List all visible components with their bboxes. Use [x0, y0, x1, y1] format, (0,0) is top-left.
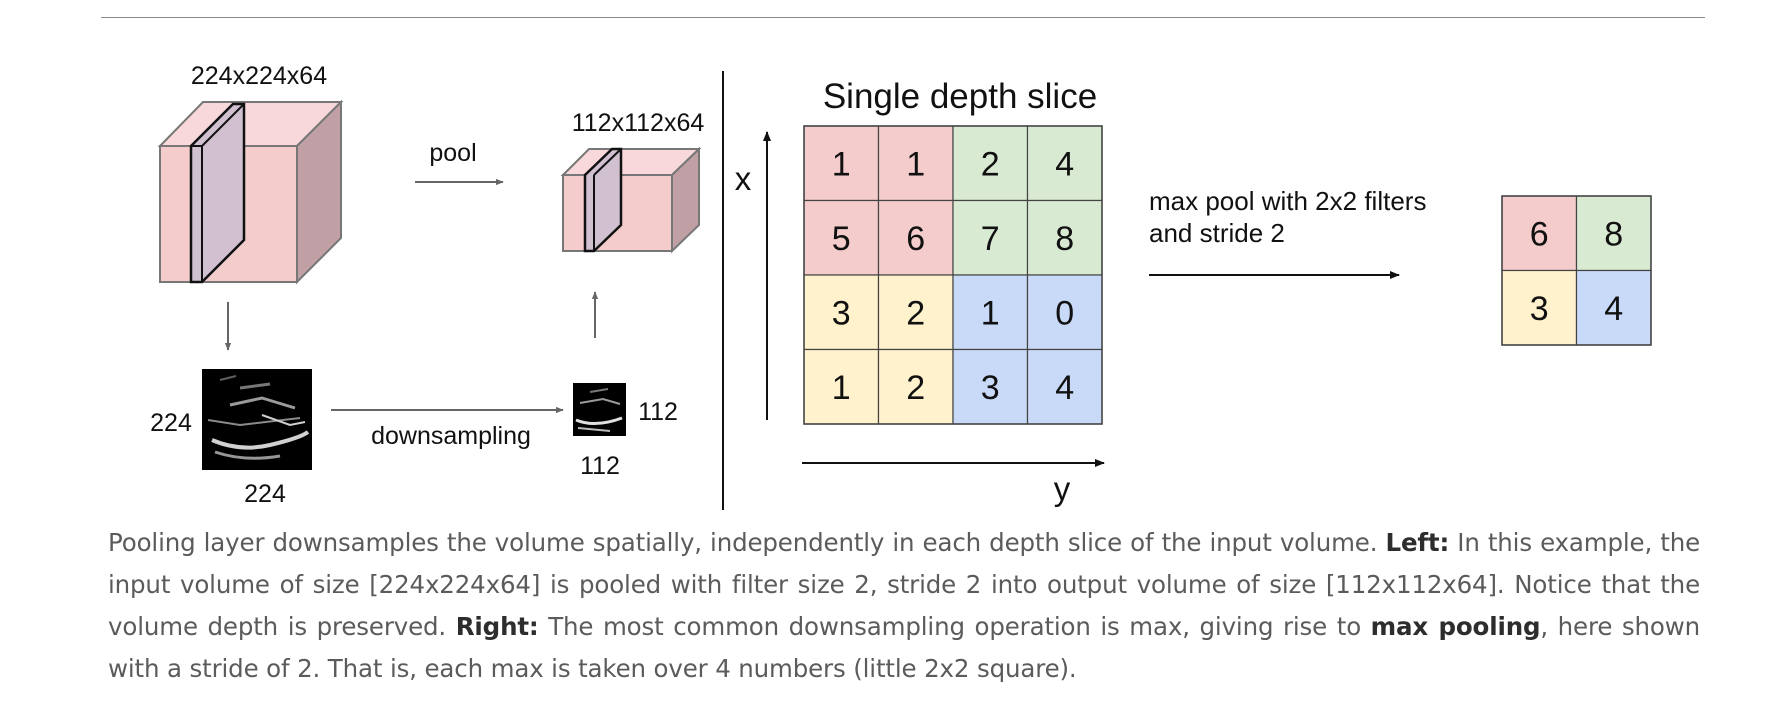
slice-value-2-3: 0: [1055, 294, 1074, 332]
slice-value-2-1: 2: [906, 294, 925, 332]
result-value-0-0: 6: [1530, 215, 1549, 253]
slice-cell-1-1: [877, 199, 954, 276]
slice-cell-3-3: [1026, 348, 1103, 425]
result-cell-0-0: [1501, 195, 1578, 272]
slice-value-0-1: 1: [906, 145, 925, 183]
downsampling-label: downsampling: [371, 422, 531, 450]
input-dims-label: 224x224x64: [191, 62, 327, 90]
input-slice-image: [202, 369, 312, 470]
slice-value-3-2: 3: [981, 369, 1000, 407]
depth-slice-grid: 1 1 2 4 5 6 7 8 3 2 1 0 1 2 3 4: [803, 125, 1103, 425]
slice-cell-3-0: [803, 348, 880, 425]
output-slice-height-label: 112: [638, 398, 678, 426]
slice-cell-1-2: [952, 199, 1029, 276]
slice-value-2-2: 1: [981, 294, 1000, 332]
output-slice-width-label: 112: [580, 452, 620, 480]
slice-cell-1-0: [803, 199, 880, 276]
slice-cell-1-3: [1026, 199, 1103, 276]
slice-value-1-3: 8: [1055, 220, 1074, 258]
caption-max-pooling-term: max pooling: [1370, 612, 1541, 641]
slice-cell-3-2: [952, 348, 1029, 425]
result-grid-border: [1501, 195, 1652, 346]
x-axis-label: x: [735, 160, 752, 197]
output-slice-image: [573, 383, 626, 436]
result-value-1-0: 3: [1530, 290, 1549, 328]
slice-value-0-3: 4: [1055, 145, 1074, 183]
slice-cell-0-3: [1026, 125, 1103, 202]
result-cell-0-1: [1575, 195, 1652, 272]
pooled-output-grid: 6 8 3 4: [1501, 195, 1652, 346]
input-volume: [157, 99, 344, 285]
result-cell-1-1: [1575, 269, 1652, 346]
slice-cell-2-0: [803, 274, 880, 351]
slice-value-2-0: 3: [832, 294, 851, 332]
slice-value-0-2: 2: [981, 145, 1000, 183]
operation-label-line2: and stride 2: [1149, 218, 1285, 248]
slice-value-1-1: 6: [906, 220, 925, 258]
pool-label: pool: [429, 139, 476, 167]
top-divider: [101, 17, 1705, 18]
input-depth-slice: [189, 102, 246, 284]
slice-cell-2-1: [877, 274, 954, 351]
slice-value-3-1: 2: [906, 369, 925, 407]
result-value-1-1: 4: [1604, 290, 1623, 328]
input-slice-height-label: 224: [150, 409, 192, 437]
slice-cell-2-3: [1026, 274, 1103, 351]
slice-cell-0-2: [952, 125, 1029, 202]
output-volume: [560, 146, 702, 254]
depth-slice-title: Single depth slice: [823, 77, 1097, 116]
slice-value-3-3: 4: [1055, 369, 1074, 407]
slice-cell-3-1: [877, 348, 954, 425]
figure-caption: Pooling layer downsamples the volume spa…: [108, 528, 1701, 683]
slice-cell-2-2: [952, 274, 1029, 351]
pooling-figure: 224x224x64 pool 112x112x64 224 224 downs…: [150, 62, 1652, 510]
caption-right-label: Right:: [455, 612, 539, 641]
slice-value-1-2: 7: [981, 220, 1000, 258]
y-axis-label: y: [1054, 470, 1071, 507]
slice-grid-border: [803, 125, 1103, 425]
output-dims-label: 112x112x64: [572, 109, 705, 137]
slice-value-0-0: 1: [832, 145, 851, 183]
input-slice-width-label: 224: [244, 480, 286, 508]
result-cell-1-0: [1501, 269, 1578, 346]
caption-left-label: Left:: [1385, 528, 1450, 557]
slice-value-1-0: 5: [832, 220, 851, 258]
slice-value-3-0: 1: [832, 369, 851, 407]
operation-label-line1: max pool with 2x2 filters: [1149, 186, 1426, 216]
result-value-0-1: 8: [1604, 215, 1623, 253]
